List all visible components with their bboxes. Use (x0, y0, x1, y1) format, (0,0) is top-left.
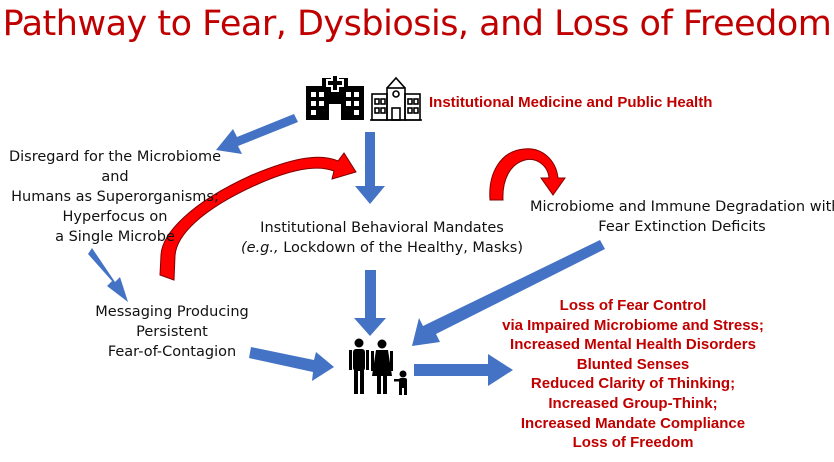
red-curve-degradation-arrow (489, 148, 566, 201)
arrow-microbiome-to-family (412, 240, 605, 346)
outcome-item: Increased Group-Think; (548, 394, 718, 412)
messaging-line: Persistent (136, 324, 208, 340)
family-icon (349, 338, 407, 395)
outcome-item: Loss of Fear Control (559, 297, 707, 314)
outcome-item: Loss of Freedom (572, 434, 694, 452)
arrow-family-to-outcomes (414, 354, 513, 386)
disregard-line: Disregard for the Microbiome (8, 149, 222, 165)
mandates-example-text: Lockdown of the Healthy, Masks) (278, 240, 523, 256)
messaging-node: Messaging Producing Persistent Fear-of-C… (82, 302, 262, 362)
institution-label: Institutional Medicine and Public Health (429, 94, 713, 111)
messaging-line: Fear-of-Contagion (107, 344, 237, 360)
diagram-title: Pathway to Fear, Dysbiosis, and Loss of … (2, 4, 832, 44)
red-curve-feedback-arrow (159, 152, 357, 281)
outcome-item: Reduced Clarity of Thinking; (530, 375, 736, 393)
mandates-line: (e.g., Lockdown of the Healthy, Masks) (232, 238, 532, 258)
mandates-line: Institutional Behavioral Mandates (260, 220, 504, 236)
school-building-icon (370, 76, 422, 121)
outcome-item: Increased Mandate Compliance (520, 414, 746, 432)
disregard-line: a Single Microbe (55, 229, 175, 245)
arrow-messaging-to-family (249, 347, 334, 381)
mandates-node: Institutional Behavioral Mandates (e.g.,… (232, 218, 532, 258)
outcomes-list: Loss of Fear Control via Impaired Microb… (490, 296, 776, 453)
hospital-icon (306, 74, 364, 120)
disregard-node: Disregard for the Microbiome and Humans … (0, 147, 230, 247)
arrow-institution-to-disregard (216, 114, 298, 154)
microbiome-line: Fear Extinction Deficits (598, 219, 766, 235)
disregard-line: Hyperfocus on (62, 209, 168, 225)
arrow-disregard-to-messaging (88, 248, 128, 302)
microbiome-line: Microbiome and Immune Degradation with (530, 199, 834, 215)
outcome-item: Blunted Senses (576, 355, 690, 373)
arrow-institution-to-mandates (355, 132, 385, 204)
outcome-item: Increased Mental Health Disorders (510, 336, 756, 354)
outcome-item: via Impaired Microbiome and Stress; (502, 316, 764, 334)
mandates-example-prefix: (e.g., (241, 240, 279, 256)
messaging-line: Messaging Producing (95, 304, 249, 320)
disregard-line: and (101, 169, 129, 185)
arrow-mandates-to-family (354, 270, 386, 336)
disregard-line: Humans as Superorganisms; (11, 189, 219, 205)
microbiome-node: Microbiome and Immune Degradation with F… (530, 197, 834, 237)
